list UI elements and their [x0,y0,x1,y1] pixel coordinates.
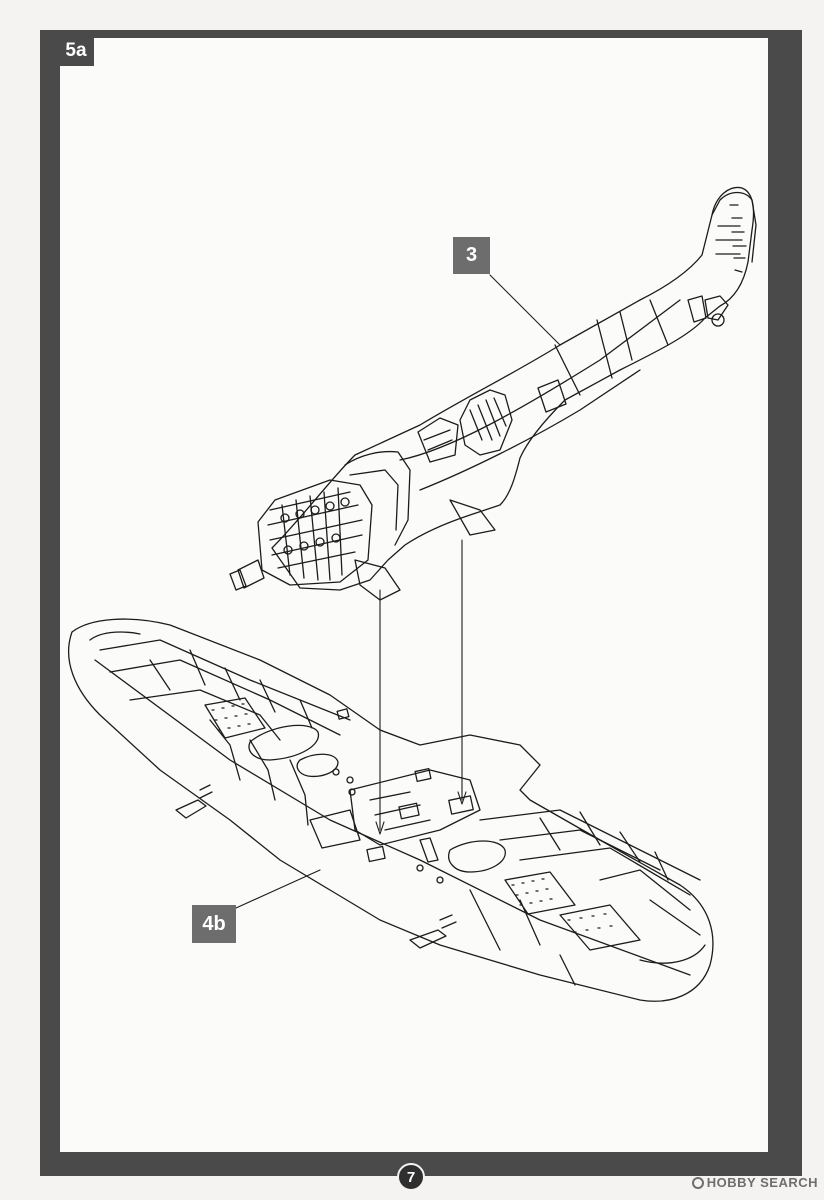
wing-part [68,618,714,1002]
watermark: HOBBY SEARCH [691,1175,818,1190]
watermark-text: HOBBY SEARCH [706,1175,818,1190]
instruction-sheet [60,38,768,1152]
callout-part-3: 3 [453,237,490,274]
step-label: 5a [58,36,94,66]
fuselage-part [229,186,757,601]
page-number: 7 [397,1163,425,1191]
assembly-guides [235,274,561,909]
watermark-logo-icon [691,1176,704,1189]
callout-part-4b: 4b [192,905,236,943]
